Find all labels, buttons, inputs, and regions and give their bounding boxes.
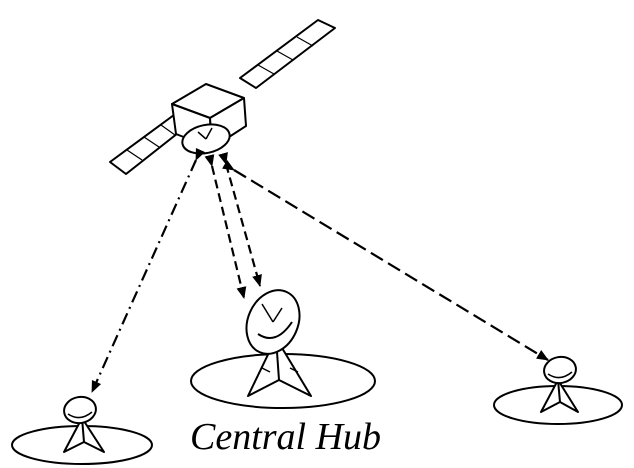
remote-dish-antenna-icon-left: [11, 395, 153, 465]
hub-label: Central Hub: [190, 416, 381, 458]
satellite-icon: [109, 19, 336, 175]
link-hub-a: [204, 154, 247, 299]
link-right-remote: [222, 160, 549, 361]
remote-dish-antenna-icon-right: [493, 355, 623, 425]
hub-dish-antenna-icon: [190, 289, 376, 409]
left-dish: [63, 395, 97, 425]
communication-links: [90, 147, 549, 393]
solar-panel-right: [239, 19, 336, 89]
link-left-remote: [90, 147, 206, 393]
